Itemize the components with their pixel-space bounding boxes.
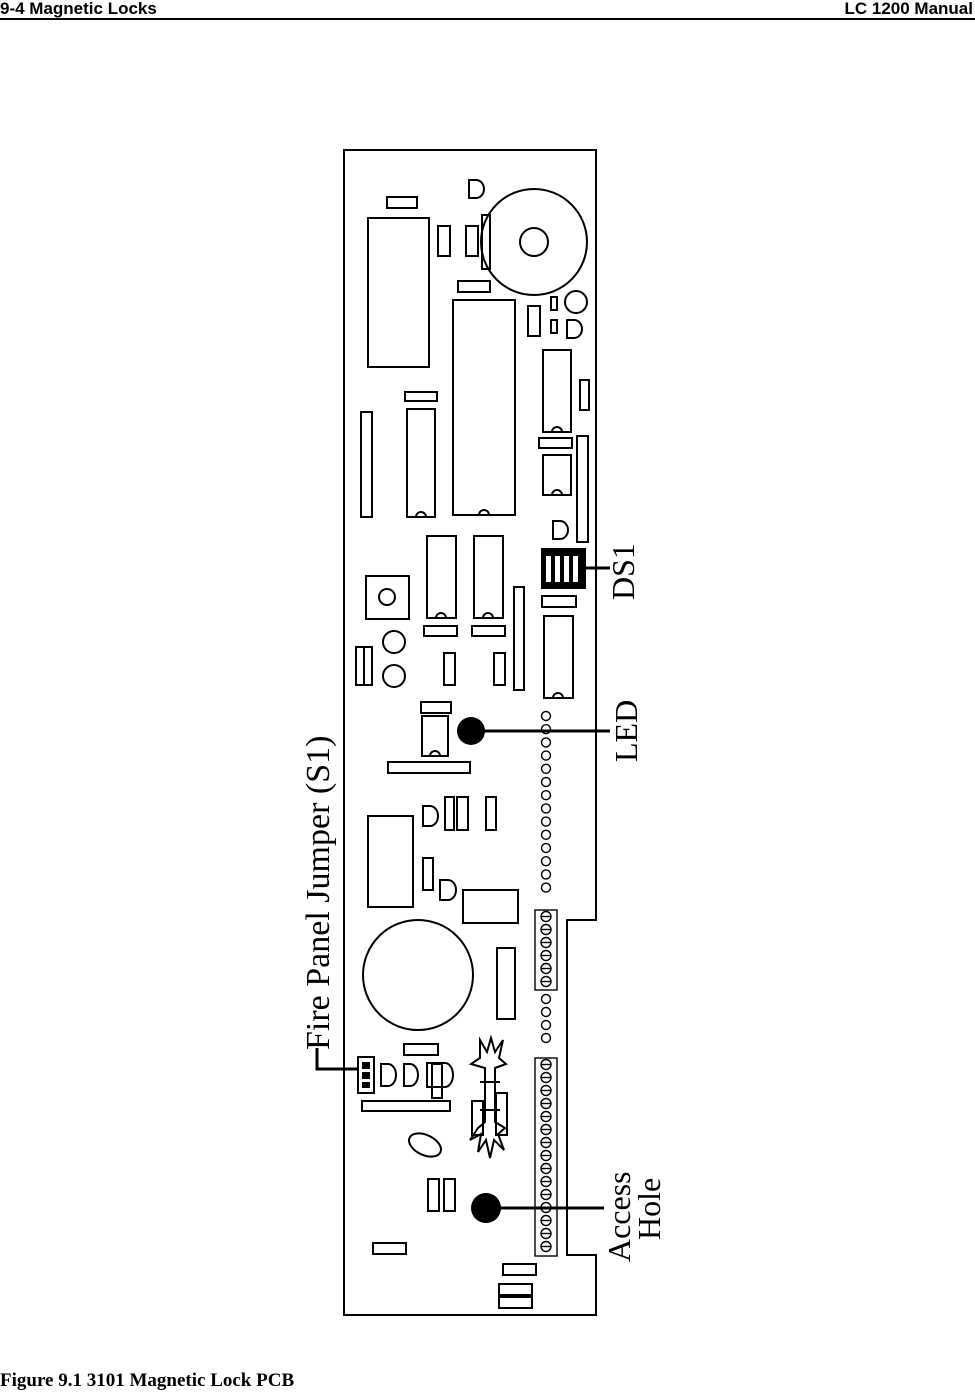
component [380,1063,397,1087]
relay [367,815,414,908]
pin-hole [540,750,552,761]
component [552,520,569,540]
s1-fire-panel-jumper [357,1056,375,1094]
component [382,630,406,654]
component [468,179,485,199]
component [462,889,519,924]
ic-chip [452,299,516,516]
connector [513,586,525,691]
pin-hole [540,1019,552,1031]
component [457,280,491,293]
component [439,879,457,901]
component [386,196,418,209]
pin-hole [540,737,552,748]
label-access: Access [601,1171,637,1262]
component [538,437,573,449]
component [372,1242,407,1255]
ic-chip [543,615,574,699]
component [471,625,506,637]
manual-title: LC 1200 Manual [844,0,974,18]
label-ds1: DS1 [605,543,641,600]
component [542,454,572,496]
label-fire-panel-jumper: Fire Panel Jumper (S1) [300,736,337,1050]
component [456,796,469,831]
connector [387,761,471,774]
ds1-dip-switch [541,548,586,589]
relay [367,217,430,368]
access-slot [468,1034,508,1159]
ic-chip [473,535,504,619]
component [360,411,373,518]
connector [361,1100,451,1112]
pin-hole [540,993,552,1005]
component [443,652,456,686]
pin-hole [540,1032,552,1044]
pin-hole [540,829,552,840]
pin-hole [540,856,552,867]
component [481,214,491,270]
terminal-block-lower [534,1057,558,1257]
component [403,1043,439,1056]
component [431,1063,443,1099]
page-header: 9-4 Magnetic Locks LC 1200 Manual [0,0,975,20]
jumper-pointer [315,1048,358,1071]
component [382,664,406,688]
component [426,1062,454,1088]
component [420,701,452,714]
potentiometer [365,575,410,620]
label-led: LED [608,700,644,762]
pin-hole [540,842,552,854]
component [443,1178,456,1212]
component [502,1263,537,1276]
figure-caption: Figure 9.1 3101 Magnetic Lock PCB [0,1370,295,1391]
component [404,391,438,402]
component [579,379,590,411]
ic-chip [542,349,572,433]
component [427,1178,440,1212]
pin-hole [540,869,552,880]
pin-hole [540,710,552,722]
connector [576,435,589,543]
component [496,947,516,1020]
component [564,290,588,314]
label-hole: Hole [631,1178,667,1240]
component [493,652,506,686]
component [408,1132,442,1158]
buzzer [480,188,588,296]
pin-hole [540,763,552,774]
component [527,305,541,337]
component [403,1063,419,1087]
component [422,805,439,827]
ic-chip [426,535,457,619]
component [498,1296,533,1309]
pin-hole [540,803,552,814]
component [550,319,558,334]
component [423,625,458,637]
component [437,225,451,257]
pin-hole [540,882,552,893]
ic-chip [406,408,436,518]
pin-hole [540,790,552,801]
section-title: 9-4 Magnetic Locks [0,0,157,18]
buzzer-center [519,227,549,257]
component [485,796,497,831]
terminal-block-upper [534,909,558,991]
component [566,319,583,339]
battery [362,919,474,1031]
pin-hole [540,816,552,827]
pin-hole [540,1006,552,1018]
component [421,715,449,757]
pin-hole [540,776,552,788]
component [465,225,479,257]
component [444,796,455,831]
component [541,595,577,608]
pin-holes [540,710,552,1044]
component [422,857,434,891]
component [498,1283,533,1296]
pcb-board-outline [343,149,597,1316]
pin-hole [540,724,552,735]
component [550,296,558,311]
